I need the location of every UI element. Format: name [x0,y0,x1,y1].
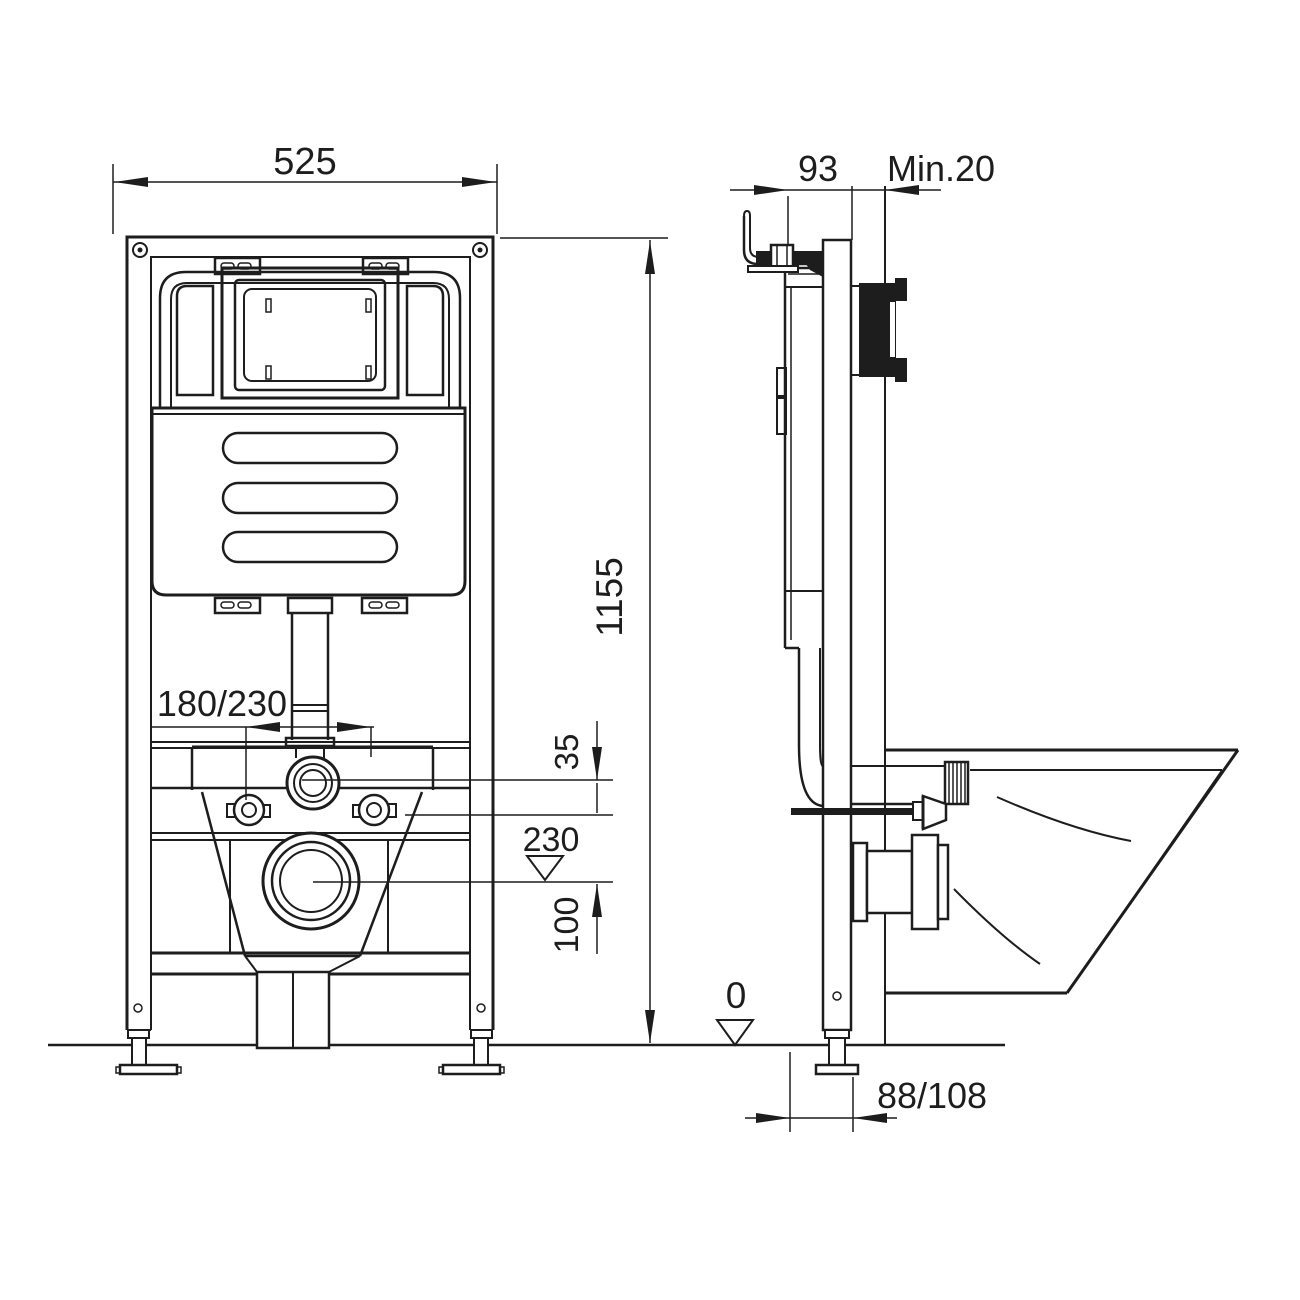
dim-drain-level-230: 230 [523,821,580,882]
protection-box [851,278,907,382]
panel-clip-tr [365,298,372,313]
dim-label-floor: 0 [726,975,747,1016]
dim-bolts-drain-100: 100 [548,884,602,954]
lower-bracket-right [360,596,409,615]
dim-label-drain-level: 230 [523,821,580,859]
dim-label-width: 525 [273,141,336,183]
access-panel-mid [233,278,387,392]
wall-bracket [742,209,823,277]
dim-width-525: 525 [112,141,498,234]
bowl-curve-upper [996,796,1132,842]
cistern-slot-1 [221,431,399,465]
dim-label-bolt-spacing: 180/230 [157,683,287,724]
cistern-side [776,266,824,808]
foot-plate-right [441,1063,502,1076]
foot-leg-left [131,1037,147,1066]
bowl-side [885,748,1240,995]
cistern-slot-3 [221,530,399,564]
bowl-curve-lower [953,888,1041,965]
flush-bend-outer [797,744,824,808]
dim-floor-datum: 0 [715,975,755,1047]
rod-bar [791,808,915,815]
foot-plate-left [118,1063,179,1076]
fixing-bolt-left [226,793,271,827]
foot-pin-hole-right [476,1003,486,1013]
cistern-clip-lower [776,397,787,435]
corner-screw-left-icon [132,242,148,258]
access-panel-outer [220,266,400,400]
lower-bracket-left [213,596,262,615]
side-panel-right [405,284,445,397]
foot-pin-hole-left [133,1003,143,1013]
arch-tube-inner [170,282,450,408]
bracket-hook-cap [743,209,751,217]
drain-connector-side [851,833,950,931]
protection-box-slot [890,302,895,357]
level-triangle-230 [525,855,565,882]
water-inlet-front [285,755,341,811]
dim-inlet-35: 35 [548,721,602,813]
corner-screw-right-dot [477,247,483,253]
dim-depth-93-min20: 93 Min.20 [730,148,995,246]
panel-clip-bl [265,365,272,380]
foot-pin-hole-side [832,991,842,1001]
dim-label-inlet: 35 [548,734,585,771]
protection-box-tab-top [895,278,907,301]
dim-label-wall-min: Min.20 [887,148,995,189]
bracket-plate [747,265,799,273]
arch-tube-outer [158,270,462,408]
flush-pipe-collar [286,596,334,615]
front-view [115,235,505,1076]
dim-label-outlet-depth: 88/108 [877,1075,987,1116]
corner-screw-right-icon [472,242,488,258]
cistern-body [150,406,467,597]
bracket-wedge [806,264,823,277]
frame-inner-rail [150,256,471,1030]
fixing-bolt-right [352,793,397,827]
side-panel-left [175,284,215,397]
panel-clip-br [365,365,372,380]
bowl-front-inner [1077,769,1223,979]
bracket-hook-inner [749,216,771,258]
foot-collar-side [824,1029,850,1039]
bowl-template [190,745,435,1050]
dim-bolt-spacing: 180/230 [152,683,374,800]
corner-screw-left-dot [137,247,143,253]
template-slant-right [358,791,424,957]
dimensions: 525 1155 180/230 35 [112,141,995,1132]
foot-collar-left [127,1029,150,1039]
access-panel [220,266,400,400]
protection-box-tab-bottom [895,358,907,382]
cistern-front [150,406,467,615]
template-slant-left [200,791,247,957]
cistern-clip-upper [776,367,787,397]
frame-column-side [821,238,853,1032]
panel-clip-tl [265,298,272,313]
foot-plate-side [814,1063,860,1076]
mounting-frame [125,235,495,1031]
drain-outlet-front [261,831,361,931]
dim-label-depth: 93 [798,148,838,189]
mounting-rod [791,794,948,831]
foot-leg-side [828,1037,846,1066]
feet-front [115,1003,505,1076]
flush-pipe-side [845,760,970,806]
frame-outer-rail [125,235,495,1030]
rod-cone-cap [921,794,948,831]
dim-height-1155: 1155 [500,237,668,1043]
foot-leg-right [473,1037,489,1066]
dim-label-bolts-drain: 100 [548,897,586,954]
dim-label-height: 1155 [589,557,630,637]
level-triangle-0 [715,1019,755,1047]
protection-box-body [859,283,896,377]
flush-pipe-front [284,596,336,758]
cistern-slot-2 [221,481,399,515]
foot-side [814,991,860,1076]
side-view [742,186,1240,1076]
foot-collar-right [470,1029,493,1039]
dim-outlet-depth: 88/108 [745,1052,987,1132]
access-panel-inner [243,288,377,382]
